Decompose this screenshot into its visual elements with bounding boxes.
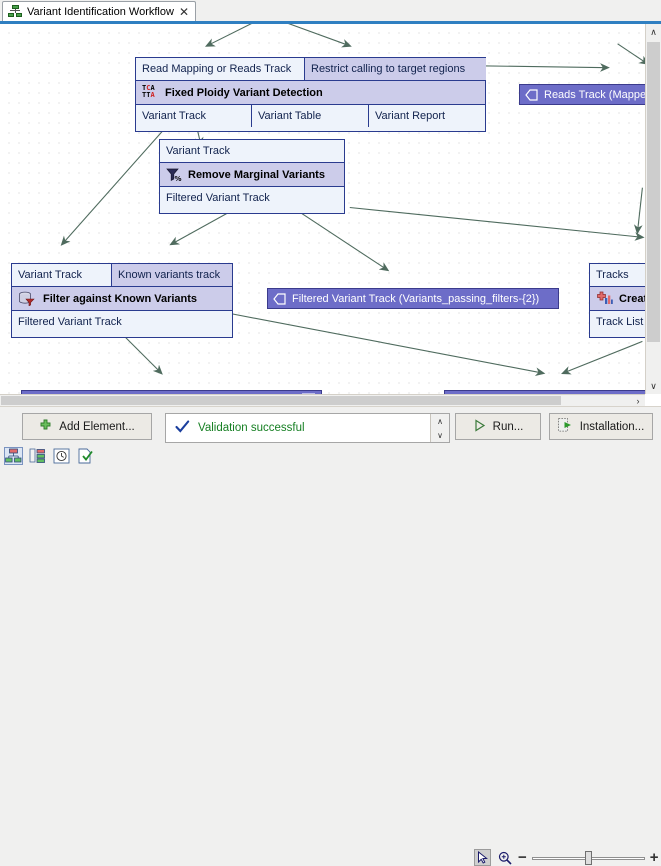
- element-outputs: Filtered Variant Track: [12, 311, 232, 333]
- close-icon[interactable]: ✕: [178, 4, 189, 19]
- element-title: Creat: [619, 292, 645, 305]
- funnel-percent-icon: %: [166, 167, 182, 183]
- validation-spinner[interactable]: ∧ ∨: [430, 414, 449, 442]
- horizontal-scroll-thumb[interactable]: [1, 396, 561, 405]
- validation-status-box[interactable]: Validation successful ∧ ∨: [165, 413, 450, 443]
- run-label: Run...: [492, 420, 524, 433]
- output-port-filtered-variant-track[interactable]: Filtered Variant Track: [12, 311, 232, 333]
- workflow-element-create-track-list[interactable]: Tracks Creat Track List: [589, 263, 645, 338]
- workflow-element-remove-marginal-variants[interactable]: Variant Track % Remove Marginal Variants…: [159, 139, 345, 214]
- element-title: Fixed Ploidy Variant Detection: [165, 86, 323, 99]
- add-element-label: Add Element...: [59, 420, 135, 433]
- input-port-variant-track[interactable]: Variant Track: [160, 140, 344, 162]
- workflow-element-fixed-ploidy-variant-detection[interactable]: Read Mapping or Reads Track Restrict cal…: [135, 57, 486, 132]
- tab-title: Variant Identification Workflow: [27, 5, 174, 18]
- check-icon: [175, 419, 190, 437]
- input-port-variant-track[interactable]: Variant Track: [12, 264, 112, 286]
- plus-green-icon: [39, 419, 52, 435]
- validation-status-text: Validation successful: [198, 422, 305, 434]
- element-title: Remove Marginal Variants: [188, 168, 325, 181]
- data-tag-icon: [273, 292, 286, 305]
- vertical-scroll-thumb[interactable]: [647, 42, 660, 342]
- output-port-track-list[interactable]: Track List: [590, 311, 645, 333]
- element-inputs: Read Mapping or Reads Track Restrict cal…: [136, 58, 486, 80]
- play-icon: [473, 418, 486, 435]
- zoom-out-button[interactable]: −: [518, 849, 527, 866]
- workflow-canvas[interactable]: Read Mapping or Reads Track Restrict cal…: [0, 24, 645, 394]
- zoom-in-button[interactable]: +: [649, 849, 659, 866]
- output-port-variant-track[interactable]: Variant Track: [136, 105, 252, 127]
- element-inputs: Variant Track: [160, 140, 344, 162]
- element-title-bar[interactable]: % Remove Marginal Variants: [160, 162, 344, 187]
- workflow-element-filter-against-known-variants[interactable]: Variant Track Known variants track Filte…: [11, 263, 233, 338]
- element-title: Filter against Known Variants: [43, 292, 198, 305]
- scroll-right-icon[interactable]: ›: [631, 395, 645, 406]
- element-outputs: Variant Track Variant Table Variant Repo…: [136, 105, 485, 127]
- output-port-filtered-variant-track[interactable]: Filtered Variant Track: [160, 187, 344, 209]
- output-port-variant-table[interactable]: Variant Table: [252, 105, 369, 127]
- database-filter-icon: [18, 291, 37, 307]
- element-outputs: Track List: [590, 311, 645, 333]
- input-port-tracks[interactable]: Tracks: [590, 264, 645, 286]
- element-title-bar[interactable]: Filter against Known Variants: [12, 286, 232, 311]
- installation-label: Installation...: [579, 420, 645, 433]
- element-outputs: Filtered Variant Track: [160, 187, 344, 209]
- run-button[interactable]: Run...: [455, 413, 541, 440]
- install-icon: [557, 418, 573, 435]
- workflow-outline-icon[interactable]: [28, 447, 47, 465]
- tab-bar: Variant Identification Workflow ✕: [0, 0, 661, 21]
- scroll-up-icon[interactable]: ∧: [646, 24, 661, 40]
- element-title-bar[interactable]: Creat: [590, 286, 645, 311]
- view-mode-icons: [4, 447, 95, 465]
- spinner-up-icon[interactable]: ∧: [437, 416, 443, 426]
- output-node-label: Filtered Variant Track (Variants_passing…: [292, 292, 540, 305]
- installation-button[interactable]: Installation...: [549, 413, 653, 440]
- output-port-variant-report[interactable]: Variant Report: [369, 105, 485, 127]
- zoom-slider[interactable]: [531, 850, 645, 865]
- document-icon: [302, 393, 315, 394]
- add-element-button[interactable]: Add Element...: [22, 413, 152, 440]
- validation-page-icon[interactable]: [76, 447, 95, 465]
- create-track-list-icon: [596, 291, 613, 306]
- output-node-label: Reads Track (Mappe: [544, 88, 645, 101]
- input-port-restrict-calling-to-target-regions[interactable]: Restrict calling to target regions: [305, 58, 486, 80]
- zoom-toolbar: − + ↔ 1:1: [474, 849, 661, 866]
- spinner-down-icon[interactable]: ∨: [437, 430, 443, 440]
- magnifier-plus-icon[interactable]: [496, 849, 513, 866]
- zoom-slider-thumb[interactable]: [584, 850, 592, 865]
- canvas-horizontal-scrollbar[interactable]: ›: [0, 394, 645, 406]
- workflow-icon: [8, 5, 22, 18]
- workflow-view-icon[interactable]: [4, 447, 23, 465]
- element-inputs: Variant Track Known variants track: [12, 264, 232, 286]
- tab-variant-identification-workflow[interactable]: Variant Identification Workflow ✕: [2, 1, 196, 21]
- output-node-reads-track[interactable]: Reads Track (Mappe: [519, 84, 645, 105]
- scroll-down-icon[interactable]: ∨: [646, 378, 661, 394]
- bottom-toolbar: Add Element... Validation successful ∧ ∨…: [0, 406, 661, 866]
- output-node-indels-indirect-evidence[interactable]: Filtered Variant Track (Indels-indirect_…: [21, 390, 322, 394]
- svg-text:%: %: [175, 175, 182, 182]
- canvas-vertical-scrollbar[interactable]: ∧ ∨: [645, 24, 661, 394]
- element-inputs: Tracks: [590, 264, 645, 286]
- input-port-read-mapping-or-reads-track[interactable]: Read Mapping or Reads Track: [136, 58, 305, 80]
- output-node-variants-passing-filters[interactable]: Filtered Variant Track (Variants_passing…: [267, 288, 559, 309]
- input-port-known-variants-track[interactable]: Known variants track: [112, 264, 232, 286]
- workflow-canvas-area: Read Mapping or Reads Track Restrict cal…: [0, 21, 661, 406]
- cursor-arrow-icon[interactable]: [474, 849, 491, 866]
- history-clock-icon[interactable]: [52, 447, 71, 465]
- output-node-genome-browser-view[interactable]: Track List (Genome_browser_view-{2: [444, 390, 645, 394]
- data-tag-icon: [525, 88, 538, 101]
